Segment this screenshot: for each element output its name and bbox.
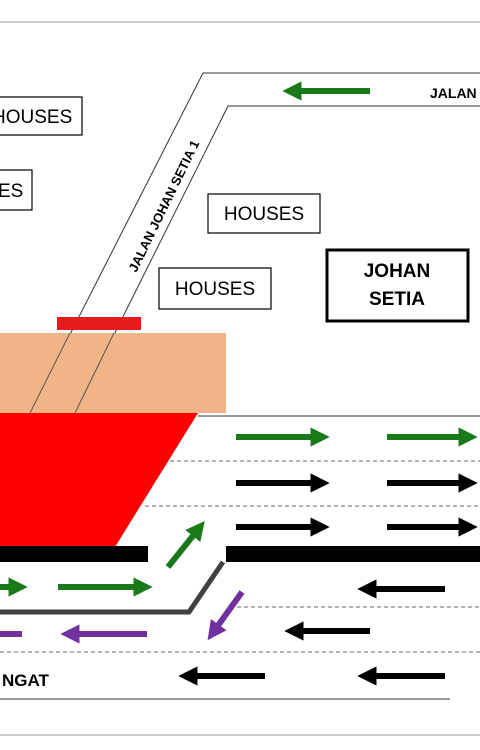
houses-box-4 xyxy=(158,267,272,310)
houses-label-3: HOUSES xyxy=(224,204,304,225)
blocked-area xyxy=(0,413,198,547)
houses-box-1 xyxy=(0,96,83,136)
contraflow-divider xyxy=(0,560,226,615)
road-label-top-right: JALAN xyxy=(430,85,477,101)
houses-box-2 xyxy=(0,169,33,211)
road-barrier xyxy=(57,317,141,330)
johan-setia-label-line2: SETIA xyxy=(369,289,425,310)
road-label-bottom-left: NGAT xyxy=(2,671,50,690)
median-right xyxy=(226,546,480,562)
johan-setia-box xyxy=(325,248,470,323)
road-edge-over-zone-outer xyxy=(29,332,71,414)
green-arrow-icon xyxy=(165,521,205,569)
houses-label-4: HOUSES xyxy=(175,279,255,300)
construction-zone xyxy=(0,333,226,413)
houses-label-2: ES xyxy=(0,181,23,202)
median-left xyxy=(0,546,148,562)
road-johan-setia-1-inner-edge xyxy=(74,105,480,414)
houses-label-1: HOUSES xyxy=(0,107,72,128)
johan-setia-label-line1: JOHAN xyxy=(364,261,431,282)
purple-arrow-icon xyxy=(207,590,245,641)
road-edge-over-zone-inner xyxy=(74,332,115,414)
houses-box-3 xyxy=(207,193,321,234)
road-johan-setia-1-outer-edge xyxy=(29,72,480,414)
road-label-johan-setia-1: JALAN JOHAN SETIA 1 xyxy=(125,138,202,275)
